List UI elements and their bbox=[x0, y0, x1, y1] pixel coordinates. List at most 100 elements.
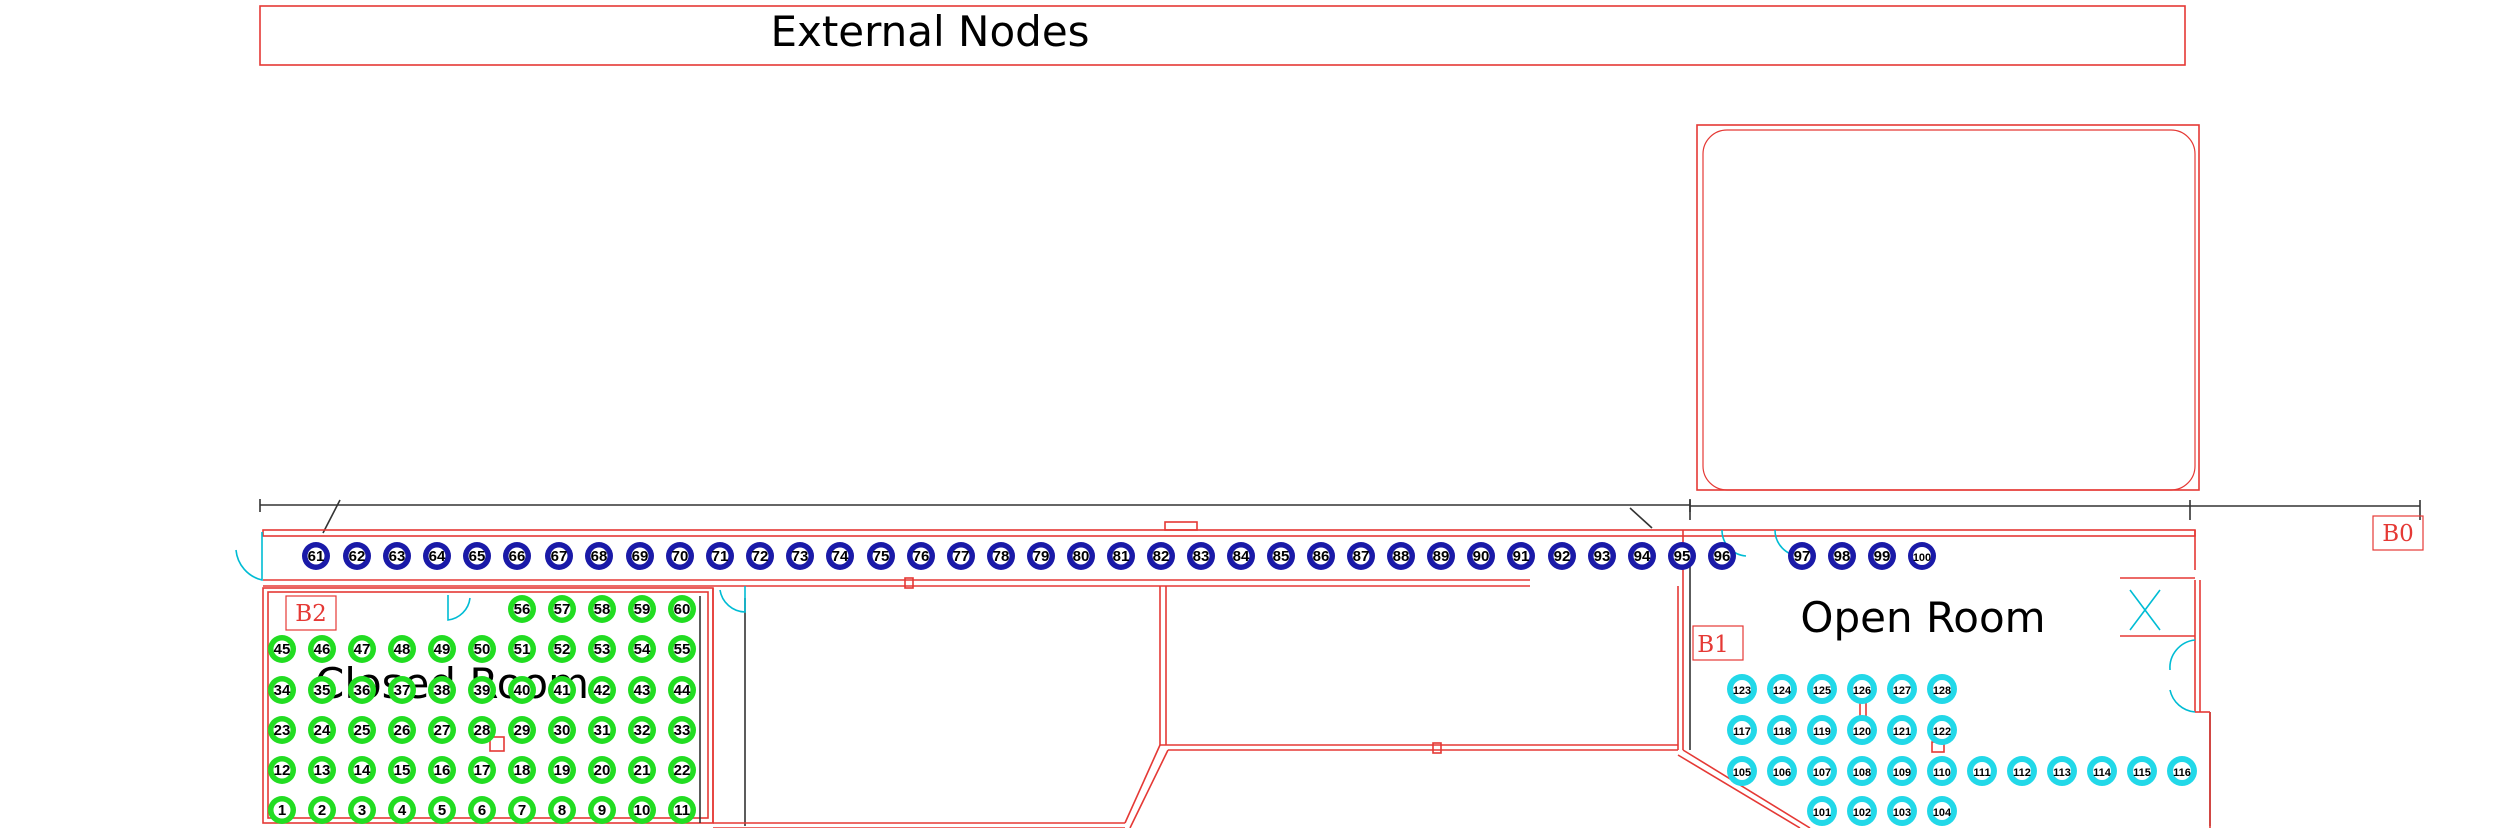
node-marker-center bbox=[313, 721, 331, 739]
node-label: 88 bbox=[1393, 548, 1410, 565]
node-98: 98 bbox=[1828, 542, 1856, 570]
node-label: 97 bbox=[1794, 548, 1811, 565]
node-marker-center bbox=[593, 640, 611, 658]
building-label-b0: B0 bbox=[2372, 515, 2424, 551]
node-25: 25 bbox=[348, 716, 376, 744]
node-label: 73 bbox=[792, 548, 809, 565]
node-label: 76 bbox=[913, 548, 930, 565]
node-marker-center bbox=[433, 721, 451, 739]
node-marker-center bbox=[671, 547, 689, 565]
node-label: 24 bbox=[314, 722, 331, 739]
node-marker-center bbox=[1312, 547, 1330, 565]
node-124: 124 bbox=[1767, 674, 1797, 704]
node-marker-center bbox=[513, 801, 531, 819]
node-126: 126 bbox=[1847, 674, 1877, 704]
node-9: 9 bbox=[588, 796, 616, 824]
node-68: 68 bbox=[585, 542, 613, 570]
node-label: 125 bbox=[1813, 685, 1831, 697]
node-marker-center bbox=[590, 547, 608, 565]
node-label: 106 bbox=[1773, 767, 1791, 779]
node-marker-center bbox=[513, 761, 531, 779]
node-marker-center bbox=[1853, 762, 1871, 780]
node-marker-center bbox=[2013, 762, 2031, 780]
node-4: 4 bbox=[388, 796, 416, 824]
node-label: 17 bbox=[474, 762, 491, 779]
node-marker-center bbox=[1553, 547, 1571, 565]
node-label: 75 bbox=[873, 548, 890, 565]
node-marker-center bbox=[912, 547, 930, 565]
node-label: 95 bbox=[1674, 548, 1691, 565]
node-label: 74 bbox=[832, 548, 849, 565]
node-label: 39 bbox=[474, 682, 491, 699]
node-marker-center bbox=[553, 801, 571, 819]
node-label: 122 bbox=[1933, 726, 1951, 738]
node-marker-center bbox=[307, 547, 325, 565]
node-60: 60 bbox=[668, 595, 696, 623]
node-marker-center bbox=[673, 801, 691, 819]
node-label: 47 bbox=[354, 641, 371, 658]
node-90: 90 bbox=[1467, 542, 1495, 570]
node-marker-center bbox=[1893, 680, 1911, 698]
node-marker-center bbox=[1973, 762, 1991, 780]
node-marker-center bbox=[1713, 547, 1731, 565]
node-marker-center bbox=[1853, 802, 1871, 820]
node-marker-center bbox=[1112, 547, 1130, 565]
node-marker-center bbox=[353, 721, 371, 739]
node-label: 98 bbox=[1834, 548, 1851, 565]
node-107: 107 bbox=[1807, 756, 1837, 786]
node-47: 47 bbox=[348, 635, 376, 663]
node-marker-center bbox=[353, 761, 371, 779]
node-marker-center bbox=[513, 721, 531, 739]
node-label: 57 bbox=[554, 601, 571, 618]
node-marker-center bbox=[1192, 547, 1210, 565]
node-label: 101 bbox=[1813, 807, 1831, 819]
node-10: 10 bbox=[628, 796, 656, 824]
node-125: 125 bbox=[1807, 674, 1837, 704]
node-marker-center bbox=[1873, 547, 1891, 565]
node-22: 22 bbox=[668, 756, 696, 784]
node-label: 52 bbox=[554, 641, 571, 658]
node-label: 87 bbox=[1353, 548, 1370, 565]
node-label: 61 bbox=[308, 548, 325, 565]
node-label: 71 bbox=[712, 548, 729, 565]
node-30: 30 bbox=[548, 716, 576, 744]
node-89: 89 bbox=[1427, 542, 1455, 570]
node-label: 21 bbox=[634, 762, 651, 779]
node-label: 64 bbox=[429, 548, 446, 565]
node-76: 76 bbox=[907, 542, 935, 570]
node-label: 53 bbox=[594, 641, 611, 658]
node-label: 29 bbox=[514, 722, 531, 739]
node-label: 114 bbox=[2093, 767, 2112, 779]
node-13: 13 bbox=[308, 756, 336, 784]
node-72: 72 bbox=[746, 542, 774, 570]
node-marker-center bbox=[468, 547, 486, 565]
node-marker-center bbox=[393, 681, 411, 699]
node-label: 108 bbox=[1853, 767, 1871, 779]
node-marker-center bbox=[1072, 547, 1090, 565]
node-28: 28 bbox=[468, 716, 496, 744]
node-127: 127 bbox=[1887, 674, 1917, 704]
node-label: 42 bbox=[594, 682, 611, 699]
node-marker-center bbox=[992, 547, 1010, 565]
node-marker-center bbox=[353, 640, 371, 658]
node-58: 58 bbox=[588, 595, 616, 623]
node-label: 36 bbox=[354, 682, 371, 699]
node-marker-center bbox=[433, 801, 451, 819]
node-106: 106 bbox=[1767, 756, 1797, 786]
middle-walls bbox=[712, 586, 1678, 828]
node-label: 19 bbox=[554, 762, 571, 779]
node-label: 107 bbox=[1813, 767, 1831, 779]
node-marker-center bbox=[1633, 547, 1651, 565]
node-marker-center bbox=[433, 640, 451, 658]
node-17: 17 bbox=[468, 756, 496, 784]
node-label: 54 bbox=[634, 641, 651, 658]
node-marker-center bbox=[348, 547, 366, 565]
node-29: 29 bbox=[508, 716, 536, 744]
node-100: 100 bbox=[1908, 542, 1936, 570]
node-marker-center bbox=[673, 600, 691, 618]
node-marker-center bbox=[353, 801, 371, 819]
node-88: 88 bbox=[1387, 542, 1415, 570]
node-marker-center bbox=[388, 547, 406, 565]
node-marker-center bbox=[273, 681, 291, 699]
node-45: 45 bbox=[268, 635, 296, 663]
